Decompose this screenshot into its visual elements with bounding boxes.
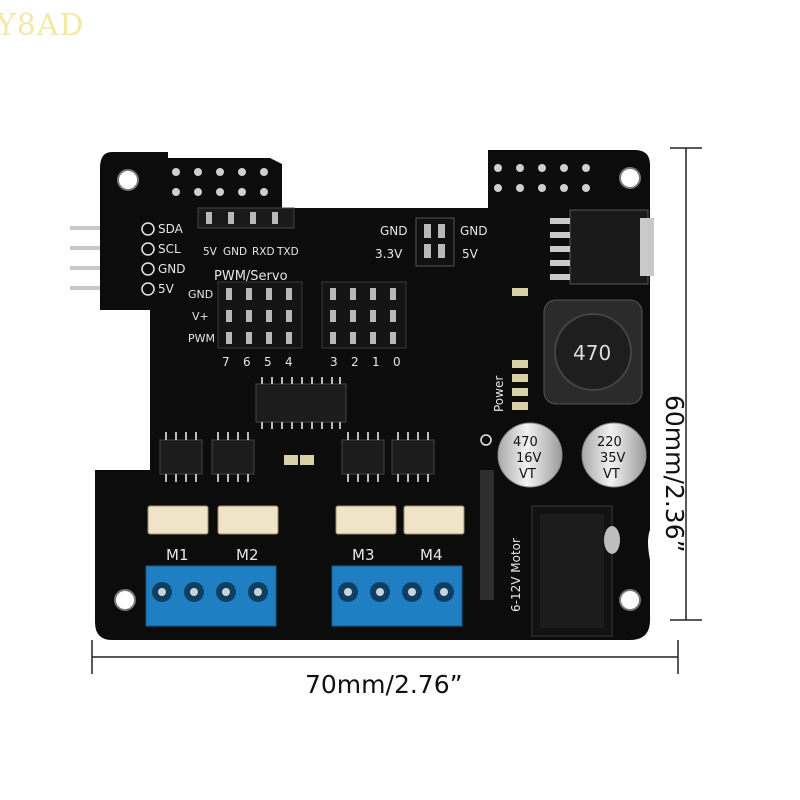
silkscreen-bar	[480, 470, 494, 600]
jst-connectors	[147, 505, 465, 535]
uart-pin-label: RXD	[252, 246, 275, 258]
motor-port-label: M4	[420, 546, 443, 564]
dimension-lines	[91, 147, 702, 674]
i2c-pin-label: SCL	[158, 242, 181, 256]
height-dimension-label: 60mm/2.36”	[660, 395, 689, 553]
power-inductor: 470	[543, 299, 643, 405]
motor-port-labels: M1 M2 M3 M4	[166, 546, 443, 564]
motor-port-label: M1	[166, 546, 189, 564]
voltage-regulator	[550, 209, 654, 285]
servo-channel-label: 6	[243, 355, 251, 369]
i2c-labels: SDA SCL GND 5V	[141, 222, 186, 296]
uart-header	[197, 207, 295, 229]
servo-channel-label: 4	[285, 355, 293, 369]
watermark: Y8AD	[0, 8, 85, 43]
pwm-servo-title: PWM/Servo	[214, 269, 288, 284]
servo-channel-labels: 7 6 5 4 3 2 1 0	[222, 355, 401, 369]
voltage-jumper	[415, 217, 455, 267]
servo-channel-label: 7	[222, 355, 230, 369]
smd-components	[284, 288, 528, 465]
i2c-pin-label: GND	[158, 262, 186, 276]
power-led-icon	[480, 434, 492, 446]
uart-pin-label: 5V	[203, 246, 218, 258]
jumper-left-bottom-label: 3.3V	[375, 247, 403, 261]
pwm-row-labels: GND V+ PWM	[188, 288, 215, 345]
inductor-value: 470	[573, 341, 611, 365]
power-label: Power	[492, 376, 506, 412]
uart-labels: 5V GND RXD TXD	[203, 246, 299, 258]
servo-channel-label: 2	[351, 355, 359, 369]
gpio-holes-left	[172, 168, 268, 196]
motor-supply-label: 6-12V Motor	[509, 538, 523, 612]
servo-channel-label: 0	[393, 355, 401, 369]
servo-channel-label: 1	[372, 355, 380, 369]
servo-header-left	[217, 281, 303, 349]
motor-port-label: M2	[236, 546, 259, 564]
pwm-row-label: GND	[188, 288, 213, 301]
uart-pin-label: GND	[223, 246, 247, 258]
gpio-holes-right	[494, 164, 590, 192]
jumper-right-bottom-label: 5V	[462, 247, 479, 261]
pwm-row-label: V+	[192, 310, 209, 323]
jumper-labels: GND 3.3V GND 5V	[375, 224, 488, 261]
pwm-driver-chip	[255, 377, 347, 429]
servo-channel-label: 5	[264, 355, 272, 369]
servo-header-right	[321, 281, 407, 349]
cap-right-label: 35V	[600, 451, 626, 466]
cap-left-label: VT	[519, 467, 536, 482]
motor-port-label: M3	[352, 546, 375, 564]
capacitor-left: 470 16V VT	[497, 422, 563, 488]
mounting-holes	[114, 167, 641, 611]
jumper-left-top-label: GND	[380, 224, 408, 238]
dc-power-jack	[531, 505, 620, 637]
width-dimension-label: 70mm/2.76”	[305, 670, 463, 699]
cap-right-label: 220	[597, 435, 622, 450]
i2c-pin-label: SDA	[158, 222, 184, 236]
servo-channel-label: 3	[330, 355, 338, 369]
i2c-pin-label: 5V	[158, 282, 175, 296]
cap-left-label: 470	[513, 435, 538, 450]
uart-pin-label: TXD	[276, 246, 299, 258]
pwm-row-label: PWM	[188, 332, 215, 345]
motor-screw-terminals	[145, 565, 463, 627]
capacitor-right: 220 35V VT	[581, 422, 647, 488]
cap-left-label: 16V	[516, 451, 542, 466]
cap-right-label: VT	[603, 467, 620, 482]
jumper-right-top-label: GND	[460, 224, 488, 238]
motor-driver-chips	[159, 432, 435, 482]
